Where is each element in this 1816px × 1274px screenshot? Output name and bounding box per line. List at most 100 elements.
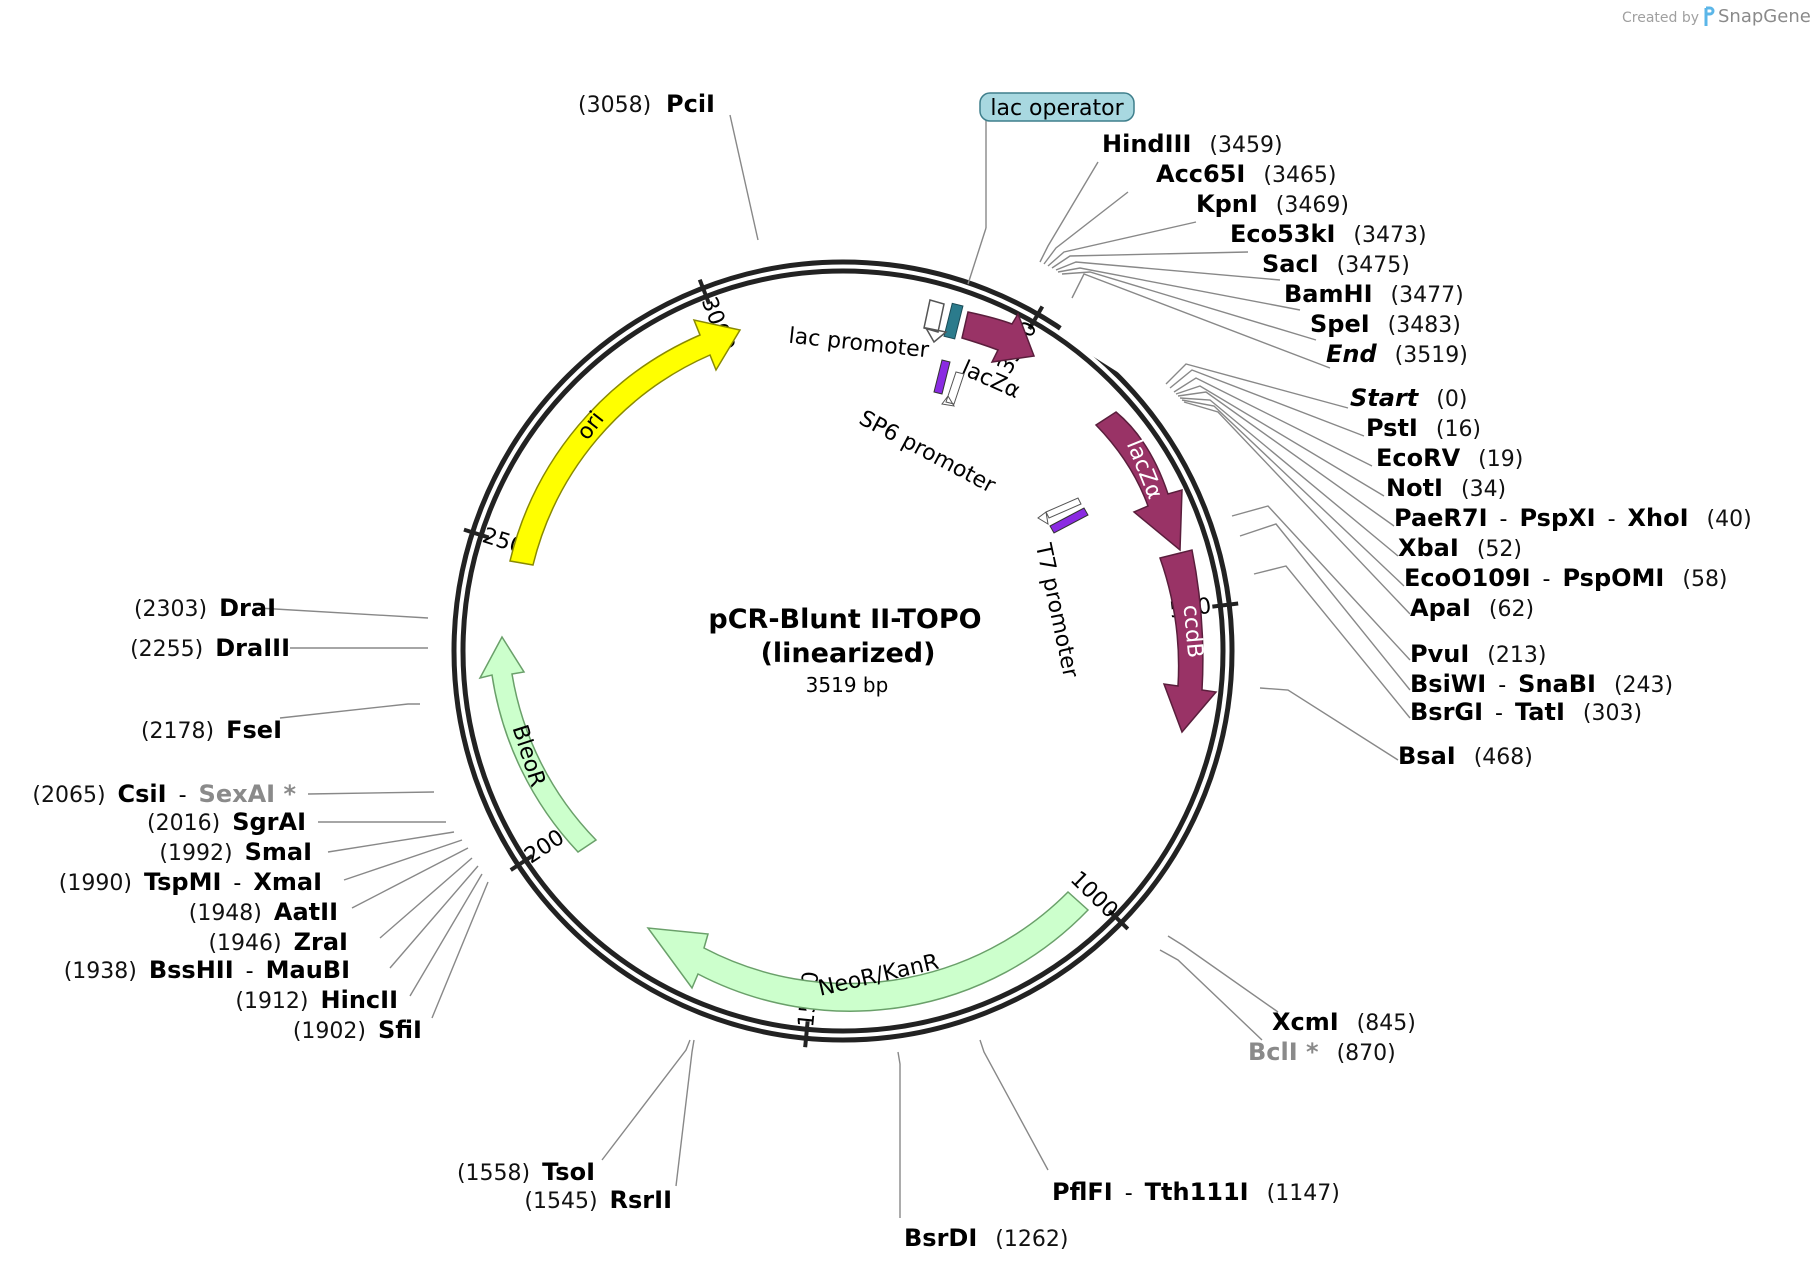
restriction-site: PaeR7I-PspXI-XhoI(40) [1394, 504, 1752, 532]
lacz-top-feature [961, 311, 1036, 363]
site-enzyme-name: PflFI [1052, 1178, 1113, 1206]
site-name: PciI [666, 90, 715, 118]
site-enzyme-name: EcoRV [1376, 444, 1461, 472]
site-position: (3469) [1276, 193, 1349, 218]
site-enzyme-name: Start [1350, 384, 1420, 412]
site-position: (62) [1489, 597, 1534, 622]
site-position: (870) [1337, 1041, 1396, 1066]
bleor-label: BleoR [506, 722, 549, 790]
restriction-site: (1545) RsrII [524, 1186, 672, 1214]
restriction-site: XbaI(52) [1398, 534, 1522, 562]
lac-operator-tag [979, 92, 1135, 122]
site-enzyme-name: AatII [274, 898, 338, 926]
site-position: (1545) [524, 1189, 597, 1214]
restriction-site: BsiWI-SnaBI(243) [1410, 670, 1673, 698]
lac-operator-callout: lac operator [967, 92, 1135, 285]
snapgene-logo-icon [1704, 6, 1715, 26]
site-position: (1992) [159, 841, 232, 866]
site-enzyme-name: SpeI [1310, 310, 1370, 338]
restriction-site: SpeI(3483) [1310, 310, 1461, 338]
site-position: (213) [1487, 643, 1546, 668]
restriction-site: PstI(16) [1366, 414, 1481, 442]
restriction-site: BsrGI-TatI(303) [1410, 698, 1642, 726]
site-enzyme-name: Acc65I [1156, 160, 1245, 188]
site-position: (1948) [189, 901, 262, 926]
site-enzyme-name: DraI [219, 594, 276, 622]
site-enzyme-name: ApaI [1410, 594, 1471, 622]
restriction-site: (1558) TsoI [457, 1158, 595, 1186]
site-enzyme-name: FseI [226, 716, 282, 744]
restriction-site: BsrDI(1262) [904, 1224, 1068, 1252]
site-position: (2303) [134, 597, 207, 622]
t7-promoter-arrow-icon [1037, 497, 1082, 525]
site-position: (1946) [208, 931, 281, 956]
site-enzyme-name: PspOMI [1563, 564, 1665, 592]
neokan-feature [646, 890, 1090, 1012]
site-separator: - [1125, 1181, 1133, 1206]
restriction-site: BsaI (468) [1398, 742, 1533, 770]
t7-promoter-feature [1049, 507, 1089, 534]
inner-strand [460, 268, 1226, 1034]
tick-mark [803, 1021, 810, 1048]
site-position: (845) [1357, 1011, 1416, 1036]
site-position: (468) [1474, 745, 1533, 770]
lac-operator-feature [943, 302, 964, 340]
restriction-site: PvuI(213) [1410, 640, 1546, 668]
site-separator: - [1498, 673, 1506, 698]
site-enzyme-name: Tth111I [1145, 1178, 1249, 1206]
restriction-site: PflFI-Tth111I (1147) [1052, 1178, 1340, 1206]
site-enzyme-name: TspMI [144, 868, 221, 896]
restriction-site: BamHI(3477) [1284, 280, 1464, 308]
site-position: (1147) [1267, 1181, 1340, 1206]
site-enzyme-name: BsaI [1398, 742, 1456, 770]
site-separator: - [233, 871, 241, 896]
site-separator: - [1608, 507, 1616, 532]
restriction-site: (1938)BssHII-MauBI [64, 956, 350, 984]
lac-promoter-label: lac promoter [787, 324, 931, 364]
site-enzyme-name: ZraI [294, 928, 348, 956]
site-position: (34) [1461, 477, 1506, 502]
restriction-site: End(3519) [1326, 340, 1468, 368]
restriction-site: (2178)FseI [141, 716, 282, 744]
tick-mark [697, 278, 711, 305]
lacz-right-label: lacZα [1121, 436, 1167, 502]
site-enzyme-name: Eco53kI [1230, 220, 1335, 248]
restriction-site: (2303) DraI [134, 594, 276, 622]
site-position: (303) [1583, 701, 1642, 726]
site-separator: - [1500, 507, 1508, 532]
watermark-brand-text: SnapGene [1718, 6, 1811, 27]
restriction-site: (2255)DraIII [130, 634, 290, 662]
restriction-site: (1992) SmaI [159, 838, 312, 866]
map-title: pCR-Blunt II-TOPO (linearized) 3519 bp [708, 604, 981, 697]
site-enzyme-name: BsrGI [1410, 698, 1483, 726]
sp6-promoter-label: SP6 promoter [855, 406, 1000, 499]
site-position: (1558) [457, 1161, 530, 1186]
site-enzyme-name: XcmI [1272, 1008, 1339, 1036]
site-enzyme-name: SgrAI [232, 808, 306, 836]
site-enzyme-name: DraIII [215, 634, 290, 662]
site-position: (19) [1478, 447, 1523, 472]
site-position: (1990) [59, 871, 132, 896]
restriction-site: ApaI (62) [1410, 594, 1534, 622]
site-enzyme-name: RsrII [610, 1186, 672, 1214]
site-separator: - [1495, 701, 1503, 726]
site-enzyme-name: EcoO109I [1404, 564, 1531, 592]
linear-gap [1056, 308, 1172, 396]
site-enzyme-name: TsoI [542, 1158, 595, 1186]
site-position: (1912) [235, 989, 308, 1014]
site-enzyme-name: PspXI [1519, 504, 1595, 532]
restriction-site: Eco53kI(3473) [1230, 220, 1427, 248]
site-enzyme-name: SmaI [245, 838, 312, 866]
lacz-right-feature [1094, 411, 1183, 552]
restriction-site-labels: (3058) PciI HindIII(3459)Acc65I(3465)Kpn… [32, 90, 1751, 1252]
lac-promoter-feature [923, 299, 948, 344]
site-enzyme-name: SfiI [378, 1016, 422, 1044]
site-pos: (3058) [578, 93, 651, 118]
site-position: (1902) [293, 1019, 366, 1044]
site-enzyme-name: MauBI [266, 956, 350, 984]
restriction-site: (1902) SfiI [293, 1016, 422, 1044]
site-position: (1938) [64, 959, 137, 984]
restriction-site: EcoO109I-PspOMI(58) [1404, 564, 1728, 592]
site-enzyme-name: SnaBI [1518, 670, 1596, 698]
